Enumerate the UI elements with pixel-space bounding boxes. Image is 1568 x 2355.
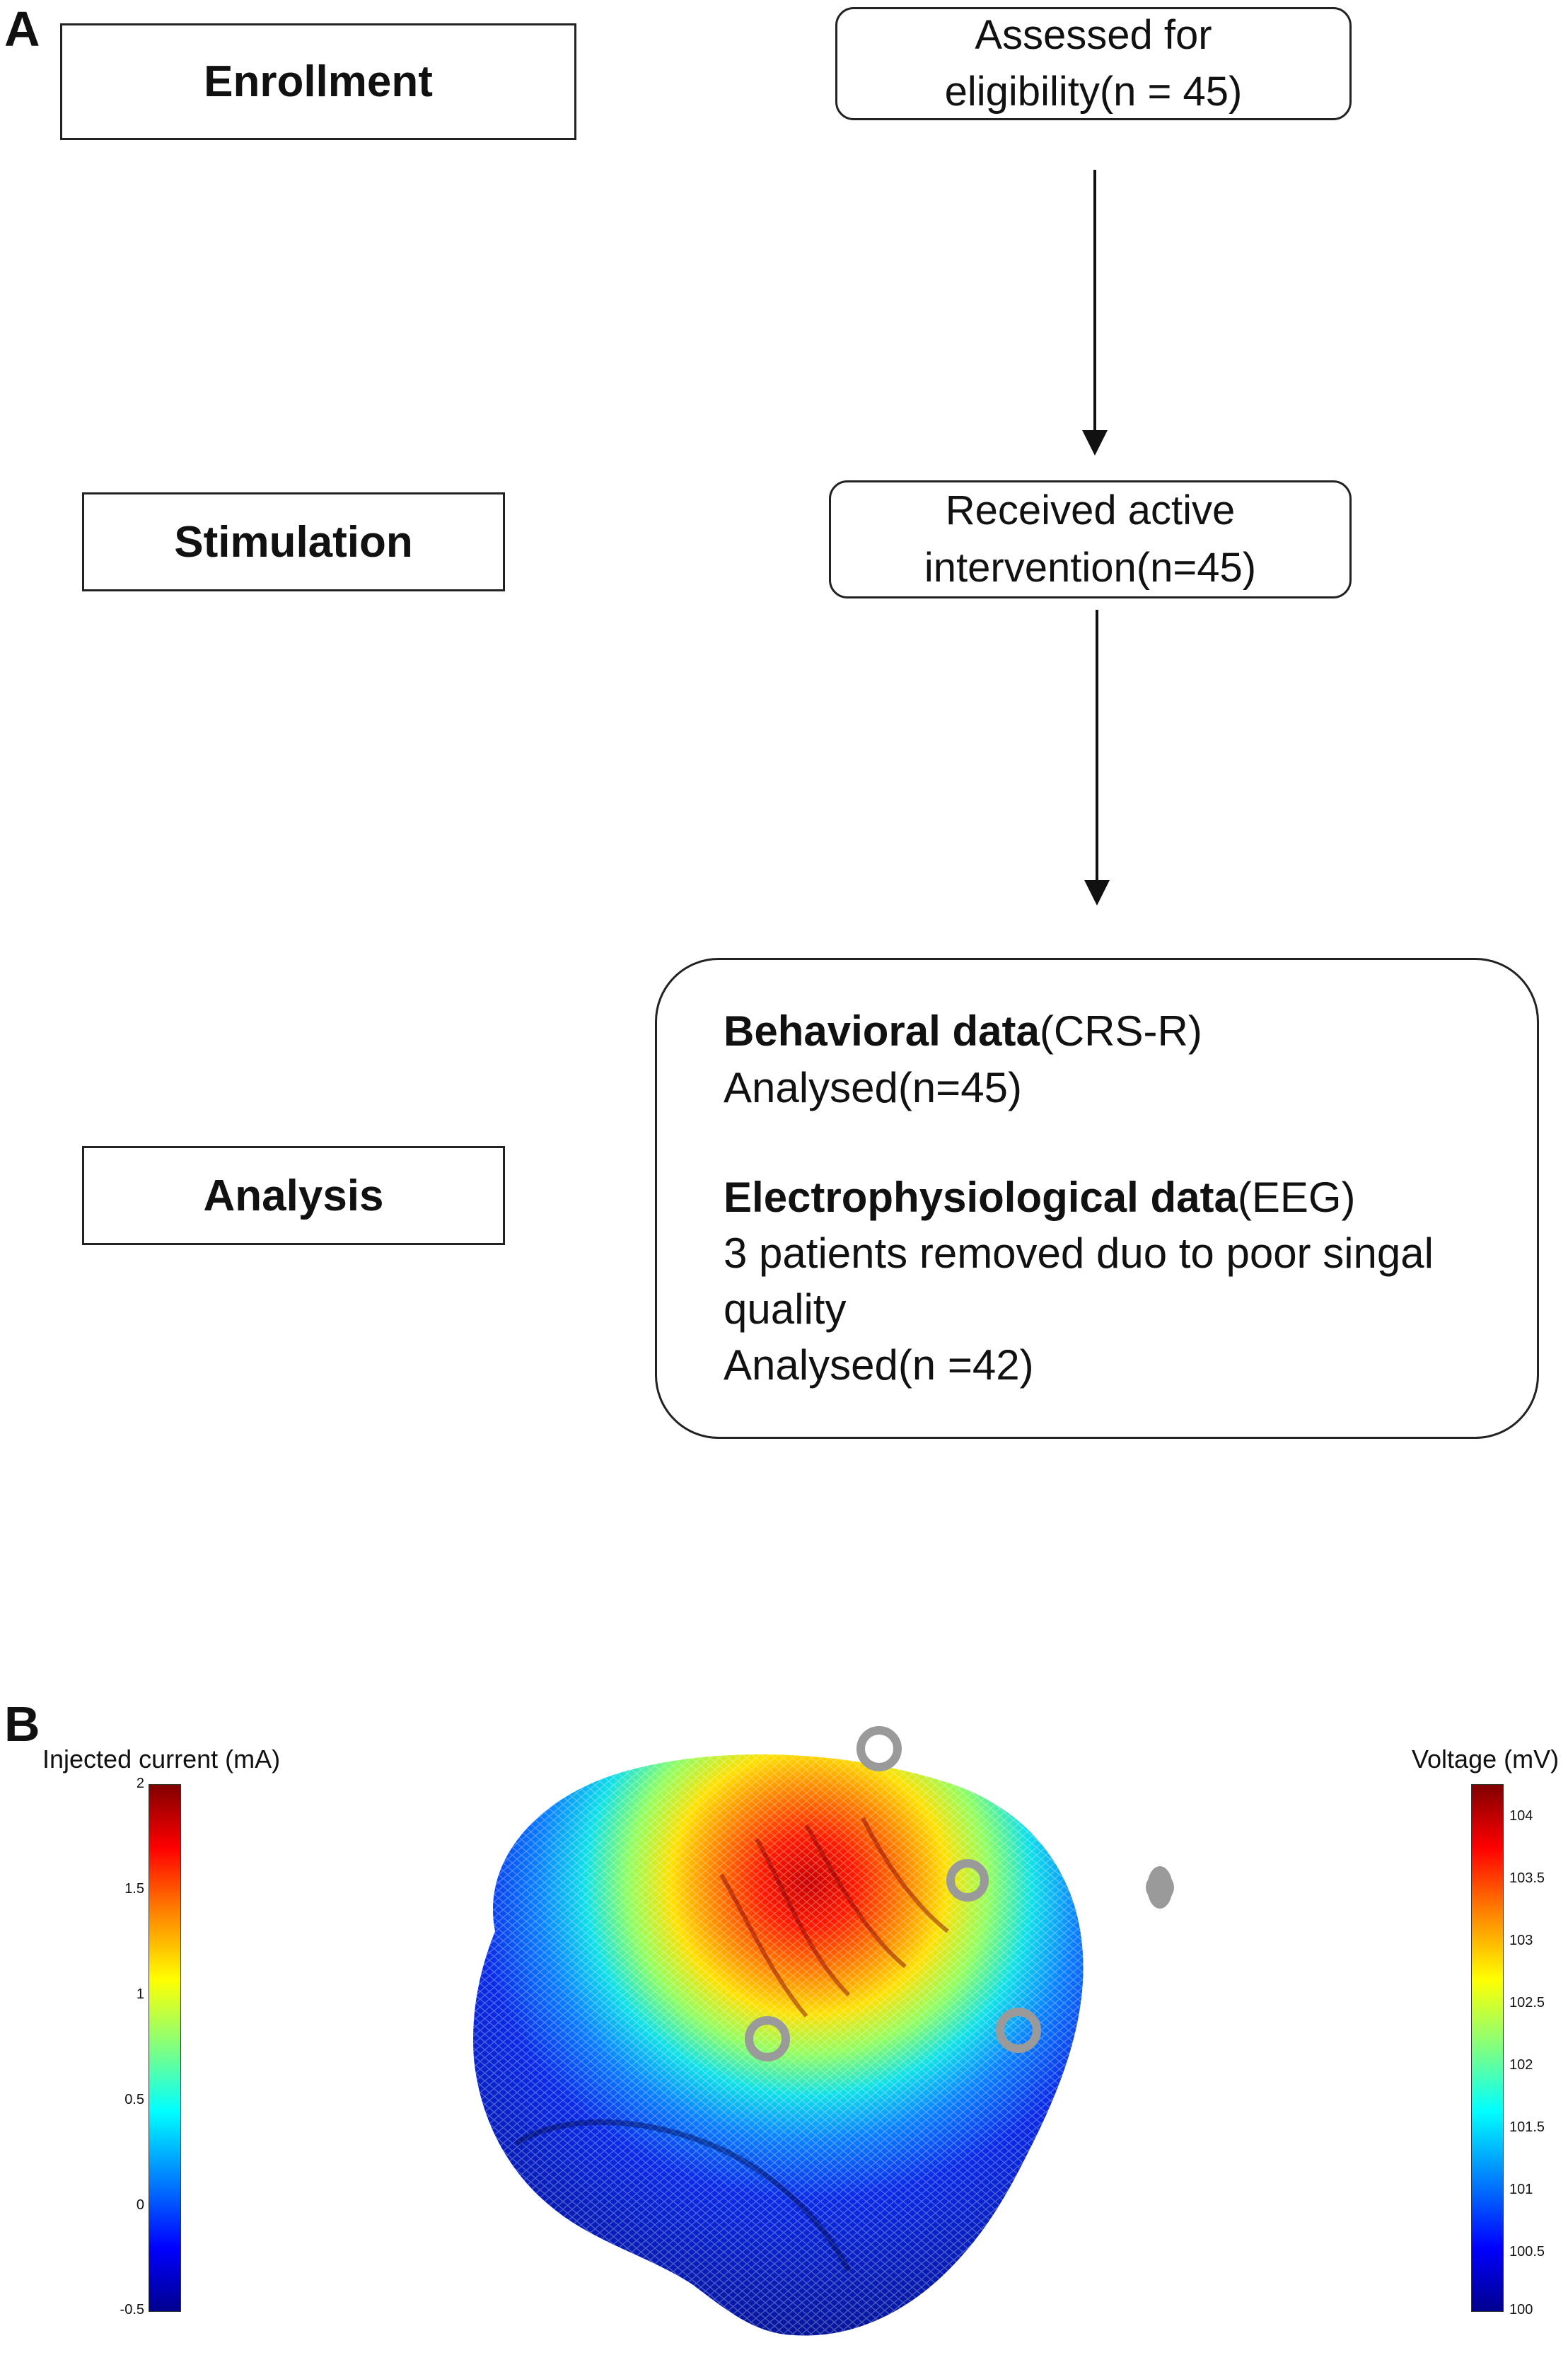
enrollment-stage-box: Enrollment: [60, 23, 576, 140]
current-tick: 1: [136, 1986, 144, 2002]
arrow-received-to-analysis: [1084, 610, 1110, 905]
assessed-line-1: Assessed for: [975, 11, 1212, 58]
panel-b-letter: B: [4, 1696, 40, 1752]
current-tick: 1.5: [124, 1881, 144, 1897]
panel-a-letter: A: [4, 1, 40, 57]
received-line-1: Received active: [945, 487, 1236, 534]
voltage-colorbar-label: Voltage (mV): [1412, 1744, 1560, 1774]
stimulation-stage-box: Stimulation: [82, 492, 505, 591]
current-tick: 0: [136, 2197, 144, 2213]
electrode-icon: [745, 2016, 790, 2061]
voltage-tick: 101: [1509, 2182, 1533, 2197]
current-colorbar: [149, 1784, 181, 2312]
current-tick: -0.5: [120, 2302, 144, 2318]
current-tick: 0.5: [124, 2092, 144, 2107]
voltage-tick: 103: [1509, 1933, 1533, 1948]
current-tick: 2: [136, 1776, 144, 1791]
analysis-text-block: Behavioral data(CRS-R) Analysed(n=45) El…: [724, 1003, 1434, 1393]
electrode-icon: [996, 2008, 1041, 2053]
analysis-label: Analysis: [203, 1171, 384, 1220]
behavioral-heading: Behavioral data: [724, 1007, 1040, 1055]
eeg-removed-line-2: quality: [724, 1285, 847, 1333]
eeg-analysed: Analysed(n =42): [724, 1341, 1034, 1389]
eeg-suffix: (EEG): [1237, 1173, 1356, 1221]
voltage-tick: 102: [1509, 2057, 1533, 2073]
behavioral-heading-line: Behavioral data(CRS-R): [724, 1003, 1434, 1059]
analysis-details-box: Behavioral data(CRS-R) Analysed(n=45) El…: [655, 958, 1539, 1439]
behavioral-suffix: (CRS-R): [1039, 1007, 1202, 1055]
assessed-line-2: eligibility(n = 45): [944, 69, 1243, 115]
voltage-tick: 104: [1509, 1808, 1533, 1824]
voltage-tick: 101.5: [1509, 2119, 1545, 2135]
electrode-icon: [856, 1726, 902, 1771]
voltage-tick: 100.5: [1509, 2244, 1545, 2259]
brain-render: [473, 1726, 1174, 2336]
voltage-tick: 103.5: [1509, 1870, 1545, 1886]
enrollment-label: Enrollment: [204, 57, 433, 106]
electrode-icons: [745, 1726, 1174, 2061]
voltage-tick: 100: [1509, 2302, 1533, 2318]
eeg-removed-line-1: 3 patients removed duo to poor singal: [724, 1229, 1434, 1277]
received-intervention-box: Received active intervention(n=45): [829, 480, 1352, 598]
received-line-2: intervention(n=45): [924, 544, 1257, 591]
eeg-heading: Electrophysiological data: [724, 1173, 1238, 1221]
eeg-heading-line: Electrophysiological data(EEG): [724, 1169, 1434, 1225]
current-colorbar-label: Injected current (mA): [42, 1744, 281, 1774]
voltage-tick: 102.5: [1509, 1995, 1545, 2010]
analysis-stage-box: Analysis: [82, 1146, 505, 1245]
electrode-icon: [946, 1859, 989, 1902]
behavioral-analysed: Analysed(n=45): [724, 1063, 1022, 1111]
voltage-colorbar: [1471, 1784, 1504, 2312]
arrow-assessed-to-received: [1082, 170, 1108, 456]
stimulation-label: Stimulation: [174, 517, 413, 567]
assessed-eligibility-box: Assessed for eligibility(n = 45): [835, 7, 1352, 120]
